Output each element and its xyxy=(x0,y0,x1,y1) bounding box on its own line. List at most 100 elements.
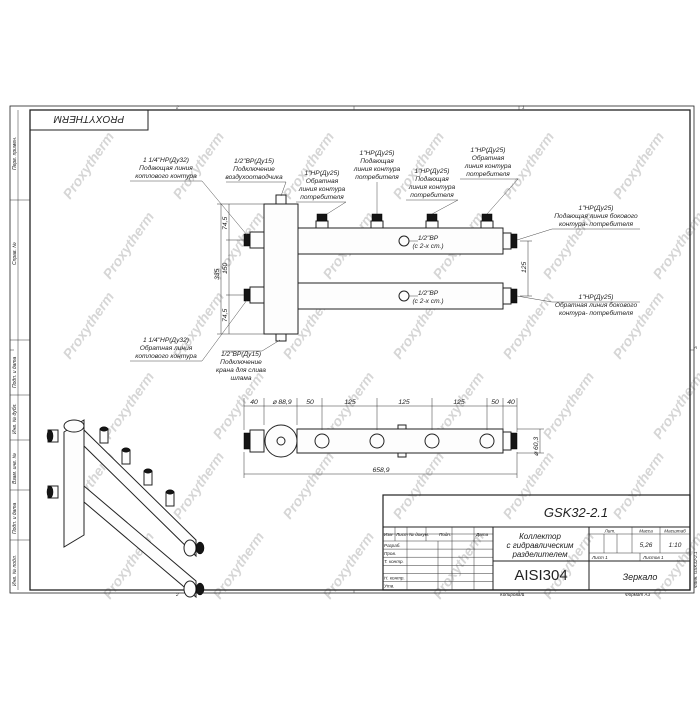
label-supply-consumer-1: 1"НР(Ду25) Подающая линия контура потреб… xyxy=(353,150,401,214)
label-port-top: 1/2"ВР (с 2-х ст.) xyxy=(409,235,444,250)
svg-text:1"НР(Ду25): 1"НР(Ду25) xyxy=(305,170,340,177)
svg-text:воздухоотводчика: воздухоотводчика xyxy=(225,173,283,181)
svg-text:разделителем: разделителем xyxy=(511,550,568,559)
side-label: Инв. № дубл. xyxy=(12,403,18,434)
svg-text:линия контура: линия контура xyxy=(298,186,346,193)
port-bottom-circle xyxy=(398,290,410,302)
tb-row-label: Утв. xyxy=(384,583,394,588)
svg-text:контура- потребителя: контура- потребителя xyxy=(559,309,633,317)
svg-text:потребителя: потребителя xyxy=(410,191,454,199)
svg-text:Дата: Дата xyxy=(475,532,489,537)
nipple-circle xyxy=(369,433,385,449)
watermark-text: Proxytherm xyxy=(649,369,700,442)
dim-125-b: 125 xyxy=(398,399,410,406)
top-view xyxy=(243,424,518,458)
svg-text:Лист: Лист xyxy=(395,532,408,537)
svg-text:Обратная линия: Обратная линия xyxy=(140,344,193,352)
svg-text:котлового контура: котлового контура xyxy=(135,173,197,180)
svg-text:Масштаб: Масштаб xyxy=(664,529,686,534)
corner-stamp: Фанн. GSK32-2.1 xyxy=(693,551,698,588)
watermark-text: Proxytherm xyxy=(539,369,597,442)
watermark-text: Proxytherm xyxy=(319,529,377,602)
drain-port xyxy=(275,333,287,342)
tb-row-label: Т. контр. xyxy=(384,559,404,564)
svg-text:Обратная: Обратная xyxy=(472,154,505,162)
dim-88-9: ⌀ 88,9 xyxy=(272,399,291,406)
label-return-side: 1"НР(Ду25) Обратная линия бокового конту… xyxy=(516,294,640,317)
watermark-text: Proxytherm xyxy=(609,289,667,362)
tb-row-label: Н. контр. xyxy=(384,575,405,580)
zone-right-mid: A xyxy=(693,345,697,350)
dim-125-c: 125 xyxy=(453,399,465,406)
iso-nipple-nut xyxy=(99,426,109,432)
svg-text:Копировал: Копировал xyxy=(500,592,523,597)
isometric-view xyxy=(46,419,205,599)
svg-text:1/2"ВР: 1/2"ВР xyxy=(418,235,439,242)
dim-74-5-bottom: 74,5 xyxy=(222,309,229,322)
svg-text:потребителя: потребителя xyxy=(300,193,344,201)
svg-text:1 1/4"НР(Ду32): 1 1/4"НР(Ду32) xyxy=(143,157,189,164)
drawing-name: Коллектор xyxy=(519,532,561,541)
consumer-nut xyxy=(426,213,438,222)
svg-text:1/2"ВР: 1/2"ВР xyxy=(418,290,439,297)
watermark-text: Proxytherm xyxy=(59,289,117,362)
watermark-text: Proxytherm xyxy=(59,129,117,202)
dim-658-9: 658,9 xyxy=(372,467,389,474)
side-label: Подп. и дата xyxy=(12,502,18,534)
brand-name: PROXYTHERM xyxy=(53,113,124,124)
dim-125-a: 125 xyxy=(344,399,356,406)
watermark-text: Proxytherm xyxy=(169,449,227,522)
svg-text:Подающая линия бокового: Подающая линия бокового xyxy=(554,212,638,220)
svg-text:1"НР(Ду25): 1"НР(Ду25) xyxy=(360,150,395,157)
dim-50-left: 50 xyxy=(306,399,314,406)
mass: 5,26 xyxy=(640,542,653,549)
finish: Зеркало xyxy=(623,572,658,582)
zone-top-left: 2 xyxy=(175,105,179,110)
boiler-supply-nut xyxy=(243,233,251,247)
front-callouts: 1 1/4"НР(Ду32) Подающая линия котлового … xyxy=(130,147,640,382)
side-label: Взам. инв. № xyxy=(12,452,18,484)
top-view-dimensions: 40 ⌀ 88,9 50 125 125 125 50 40 ⌀ 60,3 65… xyxy=(243,398,544,478)
nipple-circle xyxy=(479,433,495,449)
svg-text:Обратная: Обратная xyxy=(306,177,339,185)
svg-text:1/2"ВР(Ду15): 1/2"ВР(Ду15) xyxy=(221,351,261,358)
drawing-code: GSK32-2.1 xyxy=(544,505,608,520)
svg-text:1"НР(Ду25): 1"НР(Ду25) xyxy=(415,168,450,175)
side-supply-nut xyxy=(510,233,518,249)
dim-50-right: 50 xyxy=(491,399,499,406)
iso-nipple-nut xyxy=(121,447,131,453)
dim-40-left: 40 xyxy=(250,399,258,406)
watermark-text: Proxytherm xyxy=(389,449,447,522)
front-view xyxy=(243,194,518,342)
nipple-circle xyxy=(314,433,330,449)
svg-text:(с 2-х ст.): (с 2-х ст.) xyxy=(412,298,443,305)
scale: 1:10 xyxy=(669,542,682,549)
svg-text:1 1/4"НР(Ду32): 1 1/4"НР(Ду32) xyxy=(143,337,189,344)
label-drain: 1/2"ВР(Ду15) Подключение крана для слива… xyxy=(216,339,281,382)
svg-text:Лит.: Лит. xyxy=(604,529,616,534)
svg-text:Обратная линия бокового: Обратная линия бокового xyxy=(555,301,638,309)
svg-text:потребителя: потребителя xyxy=(355,173,399,181)
boiler-return-nut xyxy=(243,288,251,302)
watermark-text: Proxytherm xyxy=(649,209,700,282)
svg-text:Подп.: Подп. xyxy=(439,532,451,537)
svg-text:линия контура: линия контура xyxy=(353,166,401,173)
svg-text:Формат А3: Формат А3 xyxy=(625,592,651,597)
label-return-consumer-1: 1"НР(Ду25) Обратная линия контура потреб… xyxy=(296,170,347,215)
svg-text:№ докум.: № докум. xyxy=(409,532,429,537)
brand-box: PROXYTHERM xyxy=(29,109,149,131)
label-supply-consumer-2: 1"НР(Ду25) Подающая линия контура потреб… xyxy=(406,168,459,215)
nipple-circle xyxy=(424,433,440,449)
svg-text:линия контура: линия контура xyxy=(464,163,512,170)
svg-text:шлама: шлама xyxy=(230,375,251,382)
svg-text:1"НР(Ду25): 1"НР(Ду25) xyxy=(579,205,614,212)
svg-text:1"НР(Ду25): 1"НР(Ду25) xyxy=(471,147,506,154)
dim-125-right: 125 xyxy=(521,261,528,273)
air-vent-port xyxy=(275,194,287,205)
svg-text:Листов 1: Листов 1 xyxy=(642,555,664,560)
side-return-nut xyxy=(510,288,518,304)
svg-text:Подключение: Подключение xyxy=(233,165,275,173)
dim-335: 335 xyxy=(214,268,221,280)
watermark-text: Proxytherm xyxy=(609,449,667,522)
